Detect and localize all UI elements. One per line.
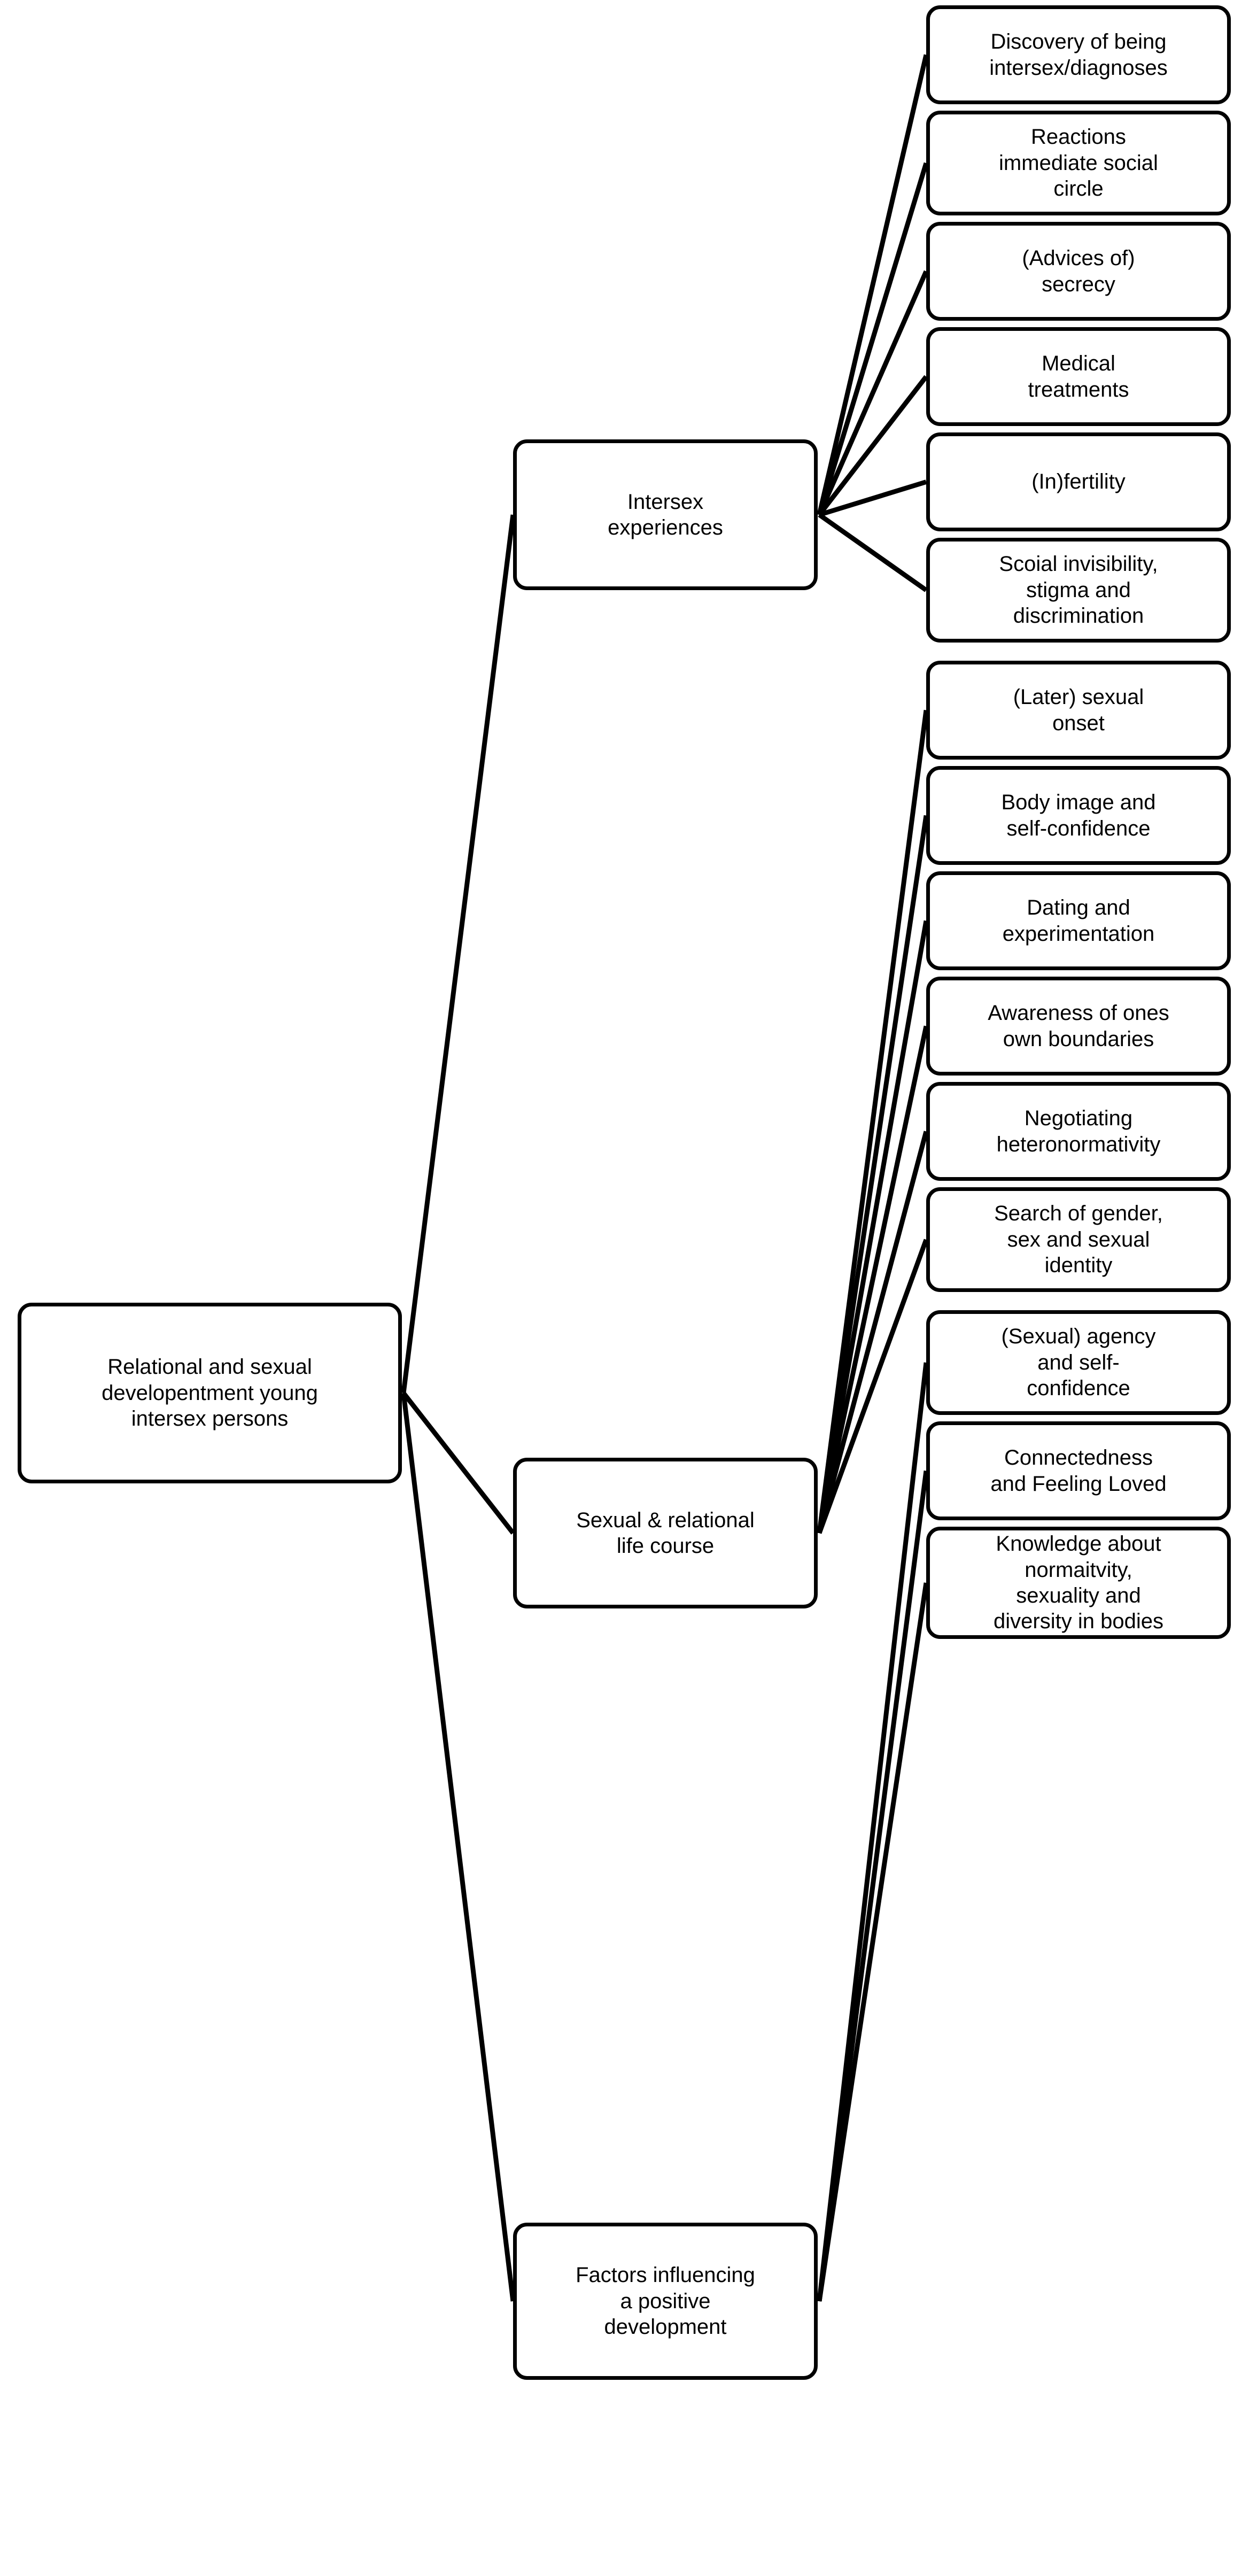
- edge-factors-influencing-positive-development-2: [817, 1582, 929, 2302]
- edge-sexual-relational-life-course-3: [817, 1025, 929, 1534]
- leaf-node-infertility[interactable]: (In)fertility: [926, 432, 1231, 531]
- leaf-node-social-invisibility-stigma-discrimination[interactable]: Scoial invisibility, stigma and discrimi…: [926, 538, 1231, 643]
- edge-intersex-experiences-2: [817, 270, 929, 516]
- leaf-node-dating-and-experimentation[interactable]: Dating and experimentation: [926, 871, 1231, 970]
- branch-node-sexual-relational-life-course[interactable]: Sexual & relational life course: [513, 1458, 818, 1608]
- leaf-node-discovery-of-being-intersex[interactable]: Discovery of being intersex/diagnoses: [926, 5, 1231, 104]
- edge-intersex-experiences-3: [817, 375, 928, 516]
- branch-node-factors-influencing-positive-development[interactable]: Factors influencing a positive developme…: [513, 2223, 818, 2380]
- leaf-node-negotiating-heteronormativity[interactable]: Negotiating heteronormativity: [926, 1082, 1231, 1181]
- leaf-node-body-image-self-confidence[interactable]: Body image and self-confidence: [926, 766, 1231, 865]
- leaf-node-reactions-immediate-social-circle[interactable]: Reactions immediate social circle: [926, 111, 1231, 215]
- edge-root-to-intersex-experiences: [401, 514, 516, 1394]
- leaf-node-search-of-gender-sex-sexual-identity[interactable]: Search of gender, sex and sexual identit…: [926, 1187, 1231, 1292]
- leaf-node-knowledge-about-normativity[interactable]: Knowledge about normaitvity, sexuality a…: [926, 1527, 1231, 1639]
- edge-sexual-relational-life-course-1: [817, 815, 929, 1534]
- leaf-node-awareness-of-ones-own-boundaries[interactable]: Awareness of ones own boundaries: [926, 977, 1231, 1076]
- leaf-node-medical-treatments[interactable]: Medical treatments: [926, 327, 1231, 426]
- edge-factors-influencing-positive-development-1: [817, 1470, 929, 2302]
- edge-sexual-relational-life-course-2: [817, 920, 929, 1534]
- edge-sexual-relational-life-course-4: [817, 1131, 929, 1534]
- edge-intersex-experiences-1: [817, 162, 929, 516]
- root-node[interactable]: Relational and sexual developentment you…: [18, 1303, 402, 1483]
- leaf-node-connectedness-feeling-loved[interactable]: Connectedness and Feeling Loved: [926, 1421, 1231, 1520]
- leaf-node-sexual-agency-self-confidence[interactable]: (Sexual) agency and self- confidence: [926, 1310, 1231, 1415]
- edge-intersex-experiences-5: [818, 513, 928, 592]
- edge-sexual-relational-life-course-0: [817, 709, 929, 1534]
- edge-root-to-sexual-relational-life-course: [401, 1391, 515, 1535]
- edge-intersex-experiences-0: [817, 54, 929, 516]
- edge-intersex-experiences-4: [818, 479, 927, 517]
- edge-root-to-factors-influencing-positive-development: [401, 1393, 516, 2302]
- leaf-node-later-sexual-onset[interactable]: (Later) sexual onset: [926, 661, 1231, 760]
- leaf-node-advices-of-secrecy[interactable]: (Advices of) secrecy: [926, 222, 1231, 321]
- edge-sexual-relational-life-course-5: [817, 1239, 929, 1534]
- branch-node-intersex-experiences[interactable]: Intersex experiences: [513, 439, 818, 590]
